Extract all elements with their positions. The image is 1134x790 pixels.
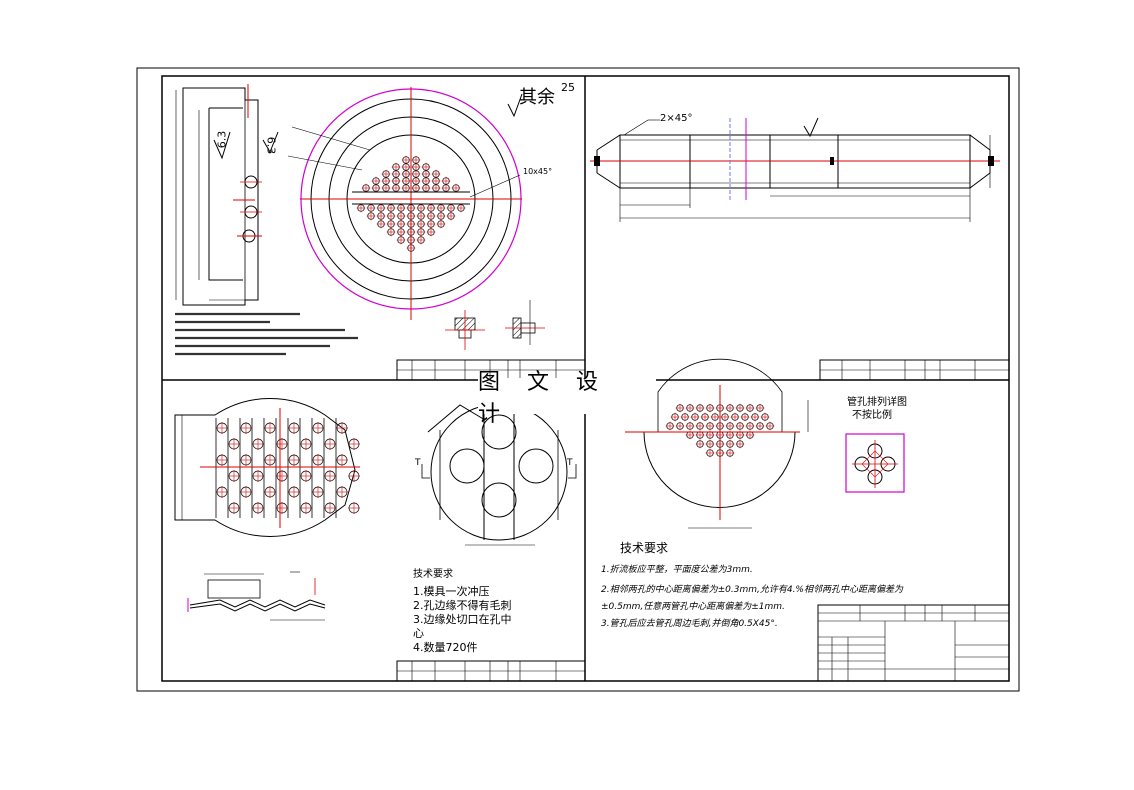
outer-frame [136, 67, 1020, 692]
tech-title: 技术要求 [620, 541, 669, 555]
quadrant-bottom-left [174, 398, 586, 682]
tech-requirement: 3.管孔后应去管孔周边毛刺,并倒角0.5X45°. [601, 619, 778, 629]
detail-subtitle: 不按比例 [852, 410, 892, 421]
section-mark-right: T [567, 458, 573, 468]
stamp-requirement: 3.边缘处切口在孔中 [413, 613, 512, 626]
roughness-label-a: 6.3 [215, 130, 229, 149]
section-mark-left: T [415, 458, 421, 468]
stamp-tech-title: 技术要求 [413, 569, 453, 580]
tech-requirement: ±0.5mm,任意两管孔中心距离偏差为±1mm. [601, 602, 785, 612]
quadrant-bottom-right [625, 358, 1010, 682]
watermark: 图 文 设 计 [478, 370, 656, 427]
tech-requirement: 2.相邻两孔的中心距离偏差为±0.3mm,允许有4.%相邻两孔中心距离偏差为 [601, 585, 903, 595]
surface-finish-value: 25 [561, 81, 575, 94]
quadrant-top-left [175, 84, 586, 381]
stamp-requirement: 1.模具一次冲压 [413, 585, 490, 598]
surface-finish-label: 其余 [519, 87, 555, 108]
plate-chamfer-note: 10x45° [523, 167, 553, 176]
roughness-label-b: 6.3 [264, 136, 278, 155]
quadrant-top-right [590, 117, 1010, 381]
stamp-requirement: 2.孔边缘不得有毛刺 [413, 599, 512, 612]
stamp-requirement: 4.数量720件 [413, 641, 478, 654]
tech-requirement: 1.折流板应平整，平面度公差为3mm. [601, 565, 753, 575]
stamp-requirement: 心 [413, 627, 424, 640]
detail-title: 管孔排列详图 [847, 397, 907, 408]
rod-chamfer-note: 2×45° [660, 113, 693, 124]
